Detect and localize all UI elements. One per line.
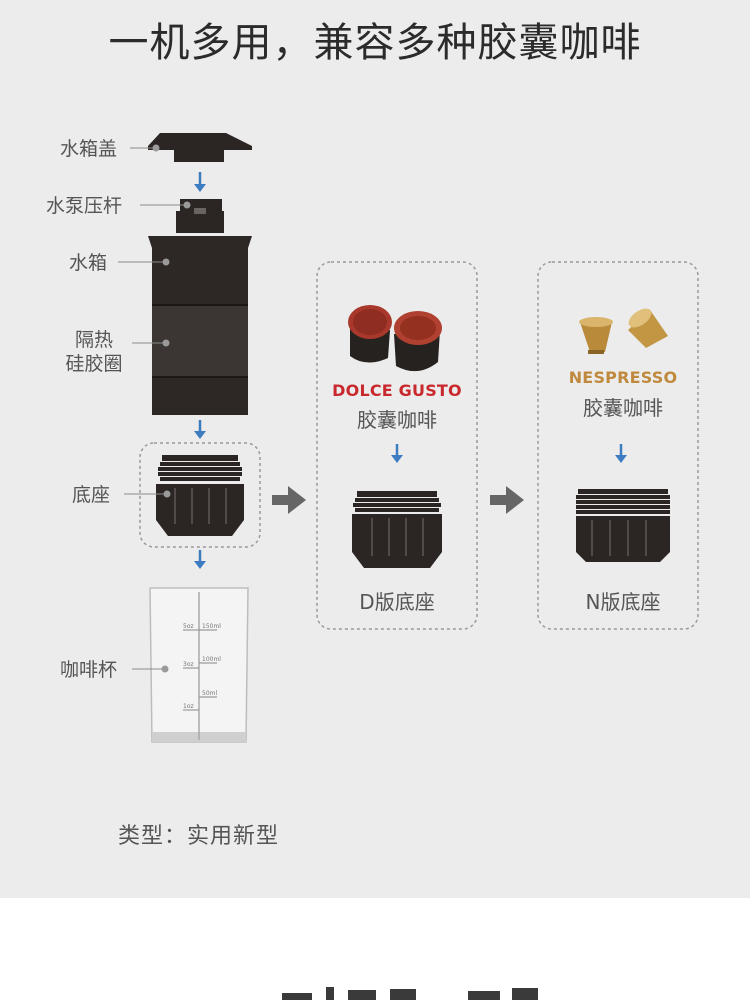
arrow-down-icon [194,420,206,439]
type-label: 类型：实用新型 [118,824,280,849]
label-tank: 水箱 [69,252,108,274]
label-cup: 咖啡杯 [60,659,118,681]
n-base-label: N版底座 [585,590,661,614]
dolce-desc: 胶囊咖啡 [357,408,437,432]
arrow-down-icon [194,550,206,569]
dolce-box [316,261,478,630]
nespresso-brand: NESPRESSO [568,368,678,387]
nespresso-capsule-icon [579,308,668,354]
dolce-capsule-icon [348,305,442,372]
d-base-graphic [352,491,442,568]
cup-mark-150ml: 150ml [202,623,221,630]
nespresso-desc: 胶囊咖啡 [583,396,663,420]
assembly-arrows [194,172,206,569]
label-pump: 水泵压杆 [46,195,123,217]
label-ring-line1: 隔热 [74,329,113,351]
label-ring: 隔热 硅胶圈 [60,328,128,376]
cup-mark-5oz: 5oz [183,623,194,630]
nespresso-box [537,261,699,630]
pump-graphic [176,199,224,233]
cup-mark-1oz: 1oz [183,703,194,710]
d-base-label: D版底座 [359,590,435,614]
label-ring-line2: 硅胶圈 [65,353,123,375]
dolce-brand: DOLCE GUSTO [332,381,462,400]
arrow-down-icon [194,172,206,192]
cup-mark-100ml: 100ml [202,656,221,663]
label-lid: 水箱盖 [60,138,118,160]
leader-lines [118,147,185,670]
arrow-right-icon [272,486,306,514]
leader-dots [152,144,191,673]
label-base: 底座 [72,484,111,506]
next-section-fragment [0,985,750,1000]
base-graphic [156,455,244,536]
arrow-down-icon [615,444,627,463]
arrow-right-icon [490,486,524,514]
headline: 一机多用，兼容多种胶囊咖啡 [108,20,642,66]
diagram-panel [0,0,750,898]
cup-graphic: 5oz 150ml 3oz 100ml 50ml 1oz [149,587,249,743]
lid-graphic [148,133,252,162]
exploded-assembly: 5oz 150ml 3oz 100ml 50ml 1oz [118,133,699,743]
cup-mark-3oz: 3oz [183,661,194,668]
cup-mark-50ml: 50ml [202,690,217,697]
base-highlight-box [139,442,261,548]
arrow-down-icon [391,444,403,463]
n-base-graphic [576,489,670,562]
